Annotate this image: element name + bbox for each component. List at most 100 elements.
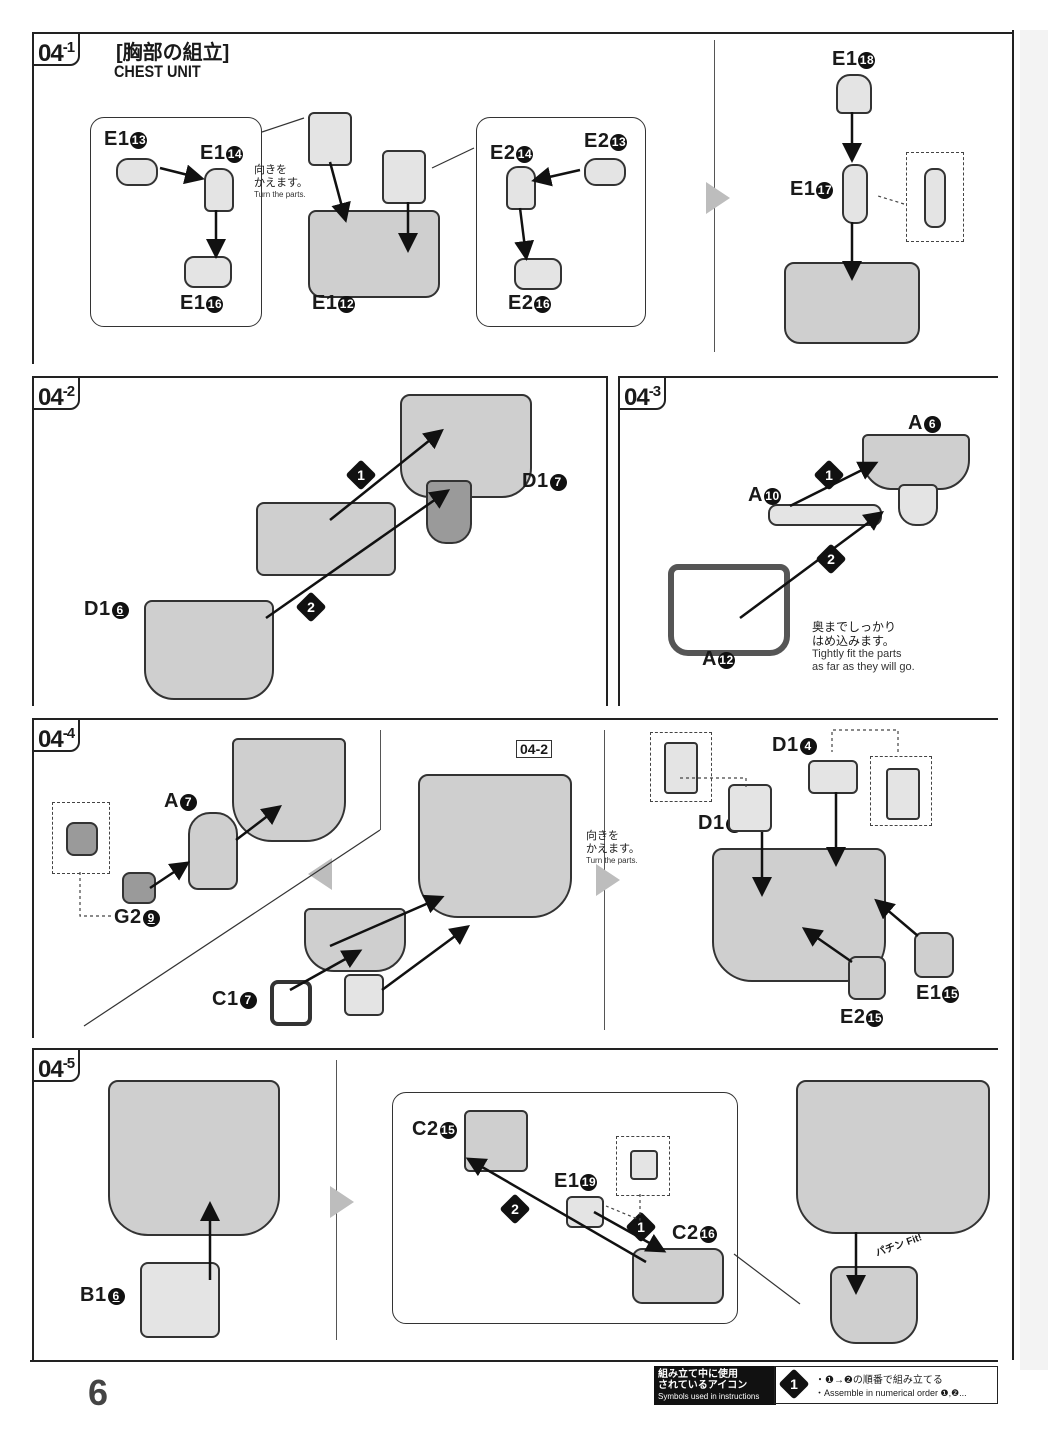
- symbols-legend-title: 組み立て中に使用 されているアイコン Symbols used in instr…: [654, 1366, 776, 1405]
- part-e1-19-detail: [630, 1150, 658, 1180]
- part-a-10: [768, 504, 882, 526]
- turn-note-jp-2: 向きをかえます。: [586, 830, 640, 855]
- s3-left-rule: [618, 376, 620, 706]
- part-c1-7: [270, 980, 312, 1026]
- order-mark-1-s3: 1: [813, 459, 845, 491]
- part-d1-7-lower: [426, 480, 472, 544]
- section-title-jp: [胸部の組立]: [116, 42, 230, 64]
- part-a-6-lower: [898, 484, 938, 526]
- order-mark-1-s5: 1: [625, 1211, 657, 1243]
- step-tag-04-1: 04-1: [32, 32, 81, 67]
- s4-left-rule: [32, 718, 34, 1038]
- s5-left-rule: [32, 1048, 34, 1360]
- part-upper-block-b: [382, 150, 426, 204]
- right-margin-rule: [1012, 30, 1014, 1360]
- part-chest-assembly-s5-left: [108, 1080, 280, 1236]
- s1-left-inset: [90, 117, 262, 327]
- part-c2-16-attached: [830, 1266, 918, 1344]
- next-step-arrow-1: [706, 182, 730, 214]
- next-page-bleed: [1020, 30, 1048, 1370]
- s1-left-rule: [32, 32, 34, 364]
- s5-center-inset: [392, 1092, 738, 1324]
- s4-top-rule: [32, 718, 998, 720]
- part-e1-15: [914, 932, 954, 978]
- part-d1-5-detail: [664, 742, 698, 794]
- part-d1-4: [808, 760, 858, 794]
- part-g2-9-detail: [66, 822, 98, 856]
- part-d1-4-detail: [886, 768, 920, 820]
- ref-step-04-2: 04-2: [516, 740, 553, 758]
- part-upper-block-a: [308, 112, 352, 166]
- part-chest-frame-assembled: [784, 262, 920, 344]
- s2-right-rule: [606, 376, 608, 706]
- d1-4-detail-box: [870, 756, 932, 826]
- s1-right-inset: [476, 117, 646, 327]
- turn-note-en-2: Turn the parts.: [586, 856, 638, 865]
- part-e1-16: [184, 256, 232, 288]
- step-tag-04-2: 04-2: [32, 376, 81, 411]
- part-chest-frame-s2: [256, 502, 396, 576]
- part-e1-14: [204, 168, 234, 212]
- step-tag-04-5: 04-5: [32, 1048, 81, 1083]
- part-g2-9: [122, 872, 156, 904]
- s4-divider-left: [380, 730, 381, 830]
- part-e1-17-detail: [924, 168, 946, 228]
- part-e2-14: [506, 166, 536, 210]
- fit-note-jp: 奥までしっかりはめ込みます。: [812, 620, 897, 648]
- part-upper-chest-s4: [232, 738, 346, 842]
- part-b1-6: [140, 1262, 220, 1338]
- part-chest-front-s4: [304, 908, 406, 972]
- part-e1-13: [116, 158, 158, 186]
- order-mark-2-s5: 2: [499, 1193, 531, 1225]
- part-e1-18: [836, 74, 872, 114]
- order-icon: 1: [778, 1368, 810, 1400]
- order-text-jp: ・❶→❷の順番で組み立てる: [815, 1375, 943, 1386]
- part-e1-19: [566, 1196, 604, 1228]
- part-a-6: [862, 434, 970, 490]
- d1-5-detail-box: [650, 732, 712, 802]
- e1-17-detail-box: [906, 152, 964, 242]
- order-text-en: ・Assemble in numerical order ❶,❷...: [815, 1388, 967, 1398]
- section-title-en: CHEST UNIT: [114, 62, 201, 81]
- s1-top-rule: [32, 32, 1012, 34]
- s2-top-rule: [32, 376, 608, 378]
- order-mark-1-s2: 1: [345, 459, 377, 491]
- part-chest-assembly-s4: [418, 774, 572, 918]
- next-step-arrow-s4: [596, 864, 620, 896]
- part-d1-6: [144, 600, 274, 700]
- order-mark-2-s2: 2: [295, 591, 327, 623]
- turn-note-en: Turn the parts.: [254, 190, 306, 199]
- part-e2-16: [514, 258, 562, 290]
- part-e1-17: [842, 164, 868, 224]
- part-a-12: [668, 564, 790, 656]
- part-d1-5: [728, 784, 772, 832]
- part-chest-assembly-s5-right: [796, 1080, 990, 1234]
- prev-step-arrow-s4: [308, 858, 332, 890]
- s3-top-rule: [618, 376, 998, 378]
- part-c2-16: [632, 1248, 724, 1304]
- symbols-legend-entry: 1 ・❶→❷の順番で組み立てる ・Assemble in numerical o…: [774, 1366, 998, 1404]
- next-step-arrow-s5: [330, 1186, 354, 1218]
- part-c2-15: [464, 1110, 528, 1172]
